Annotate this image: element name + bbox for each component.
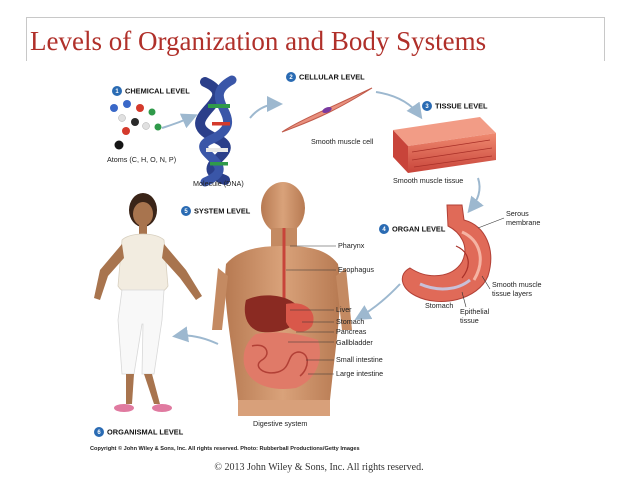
left-rule (26, 17, 27, 61)
muscle-layers-leader (481, 275, 491, 290)
level-name: ORGAN LEVEL (392, 225, 446, 234)
tissue-level: 3 TISSUE LEVEL Smooth muscle tissue (375, 91, 496, 214)
molecule-label: Molecule (DNA) (193, 179, 244, 188)
stomach-label: Stomach (336, 317, 364, 326)
right-rule (604, 17, 605, 61)
atoms-label: Atoms (C, H, O, N, P) (107, 155, 176, 164)
small-intestine-label: Small intestine (336, 355, 383, 364)
esophagus-label: Esophagus (338, 265, 374, 274)
epithelial-tissue-label: tissue (460, 316, 479, 325)
system-leaders (286, 245, 336, 375)
level-badge (286, 72, 296, 82)
digestive-organs-icon (243, 228, 320, 389)
level-badge (379, 224, 389, 234)
level-number: 1 (115, 89, 119, 95)
level-name: TISSUE LEVEL (435, 102, 488, 111)
slide-footer: © 2013 John Wiley & Sons, Inc. All right… (214, 462, 424, 473)
arrow-cell-to-tissue (375, 91, 423, 120)
liver-label: Liver (336, 305, 352, 314)
epithelial-leader (461, 291, 467, 308)
arrow-atoms-to-molecule (161, 113, 198, 129)
dna-molecule-icon (195, 75, 237, 187)
slide-title: Levels of Organization and Body Systems (30, 26, 487, 56)
system-level: 5 SYSTEM LEVEL (172, 182, 383, 428)
pharynx-label: Pharynx (338, 241, 365, 250)
figure-copyright: Copyright © John Wiley & Sons, Inc. All … (90, 445, 360, 452)
digestive-system-label: Digestive system (253, 419, 307, 428)
level-number: 2 (289, 75, 293, 81)
membrane-label: membrane (506, 218, 540, 227)
cell-label: Smooth muscle cell (311, 137, 374, 146)
arrow-organ-to-system (354, 283, 401, 320)
child-figure-icon (94, 193, 202, 412)
level-badge (181, 206, 191, 216)
stomach-organ-label: Stomach (425, 301, 453, 310)
level-name: CELLULAR LEVEL (299, 73, 365, 82)
arrow-molecule-to-cell (249, 96, 283, 119)
epithelial-label: Epithelial (460, 307, 490, 316)
top-rule (26, 17, 604, 18)
stomach-organ-icon (401, 204, 492, 303)
smooth-muscle-tissue-icon (393, 117, 496, 173)
arrow-system-to-organism (172, 326, 219, 345)
gallbladder-label: Gallbladder (336, 338, 373, 347)
level-name: SYSTEM LEVEL (194, 207, 251, 216)
level-badge (112, 86, 122, 96)
level-name: CHEMICAL LEVEL (125, 87, 190, 96)
cellular-level: 2 CELLULAR LEVEL Smooth muscle cell (249, 72, 374, 146)
smooth-muscle-label: Smooth muscle (492, 280, 542, 289)
serous-label: Serous (506, 209, 529, 218)
tissue-layers-label: tissue layers (492, 289, 532, 298)
serous-leader (477, 217, 505, 229)
level-number: 4 (382, 227, 386, 233)
level-name: ORGANISMAL LEVEL (107, 428, 184, 437)
atoms-icon (110, 100, 162, 150)
level-number: 6 (97, 430, 101, 436)
level-badge (94, 427, 104, 437)
level-number: 3 (425, 104, 429, 110)
pancreas-label: Pancreas (336, 327, 367, 336)
organismal-level: 6 ORGANISMAL LEVEL (94, 193, 202, 437)
large-intestine-label: Large intestine (336, 369, 383, 378)
chemical-level: 1 CHEMICAL LEVEL Atoms (C, H, O, N, P) (107, 75, 244, 188)
level-badge (422, 101, 432, 111)
level-number: 5 (184, 209, 188, 215)
organ-level: 4 ORGAN LEVEL Serous membrane Smooth mus… (354, 204, 542, 325)
tissue-label: Smooth muscle tissue (393, 176, 463, 185)
arrow-tissue-to-organ (467, 177, 484, 214)
